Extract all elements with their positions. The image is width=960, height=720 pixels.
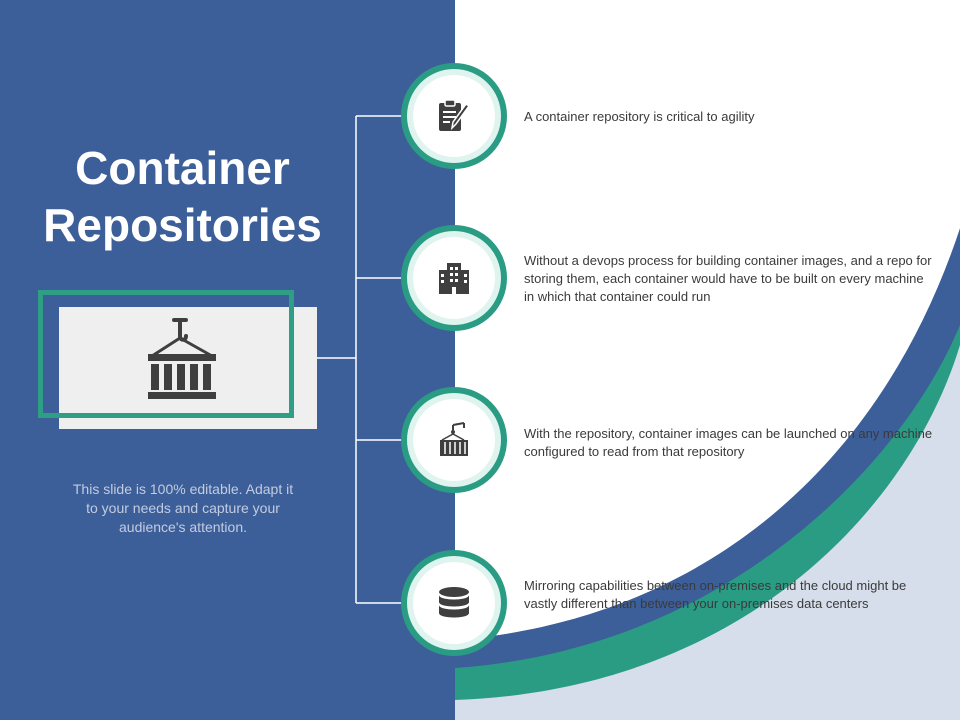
page-title-line-2: Repositories [43, 199, 322, 251]
feature-icon-box [59, 307, 317, 429]
container-crane-icon [440, 422, 468, 456]
light-swoosh [455, 345, 960, 720]
page-title-line-1: Container [75, 142, 290, 194]
white-content-area [455, 0, 960, 640]
clipboard-pen-icon [439, 99, 471, 131]
office-building-icon [439, 263, 469, 294]
item-node-4 [401, 550, 507, 656]
item-text-2: Without a devops process for building co… [524, 253, 932, 304]
feature-icon-frame [38, 290, 294, 418]
item-node-1 [401, 63, 507, 169]
item-text-3: With the repository, container images ca… [524, 426, 933, 459]
database-icon [439, 587, 469, 618]
container-crane-icon [148, 318, 216, 399]
item-text-4: Mirroring capabilities between on-premis… [524, 578, 907, 611]
editable-caption: This slide is 100% editable. Adapt it to… [72, 481, 294, 535]
item-text-1: A container repository is critical to ag… [524, 109, 755, 124]
item-node-2 [401, 225, 507, 331]
item-node-3 [401, 387, 507, 493]
page-title: Container Repositories [20, 140, 345, 254]
